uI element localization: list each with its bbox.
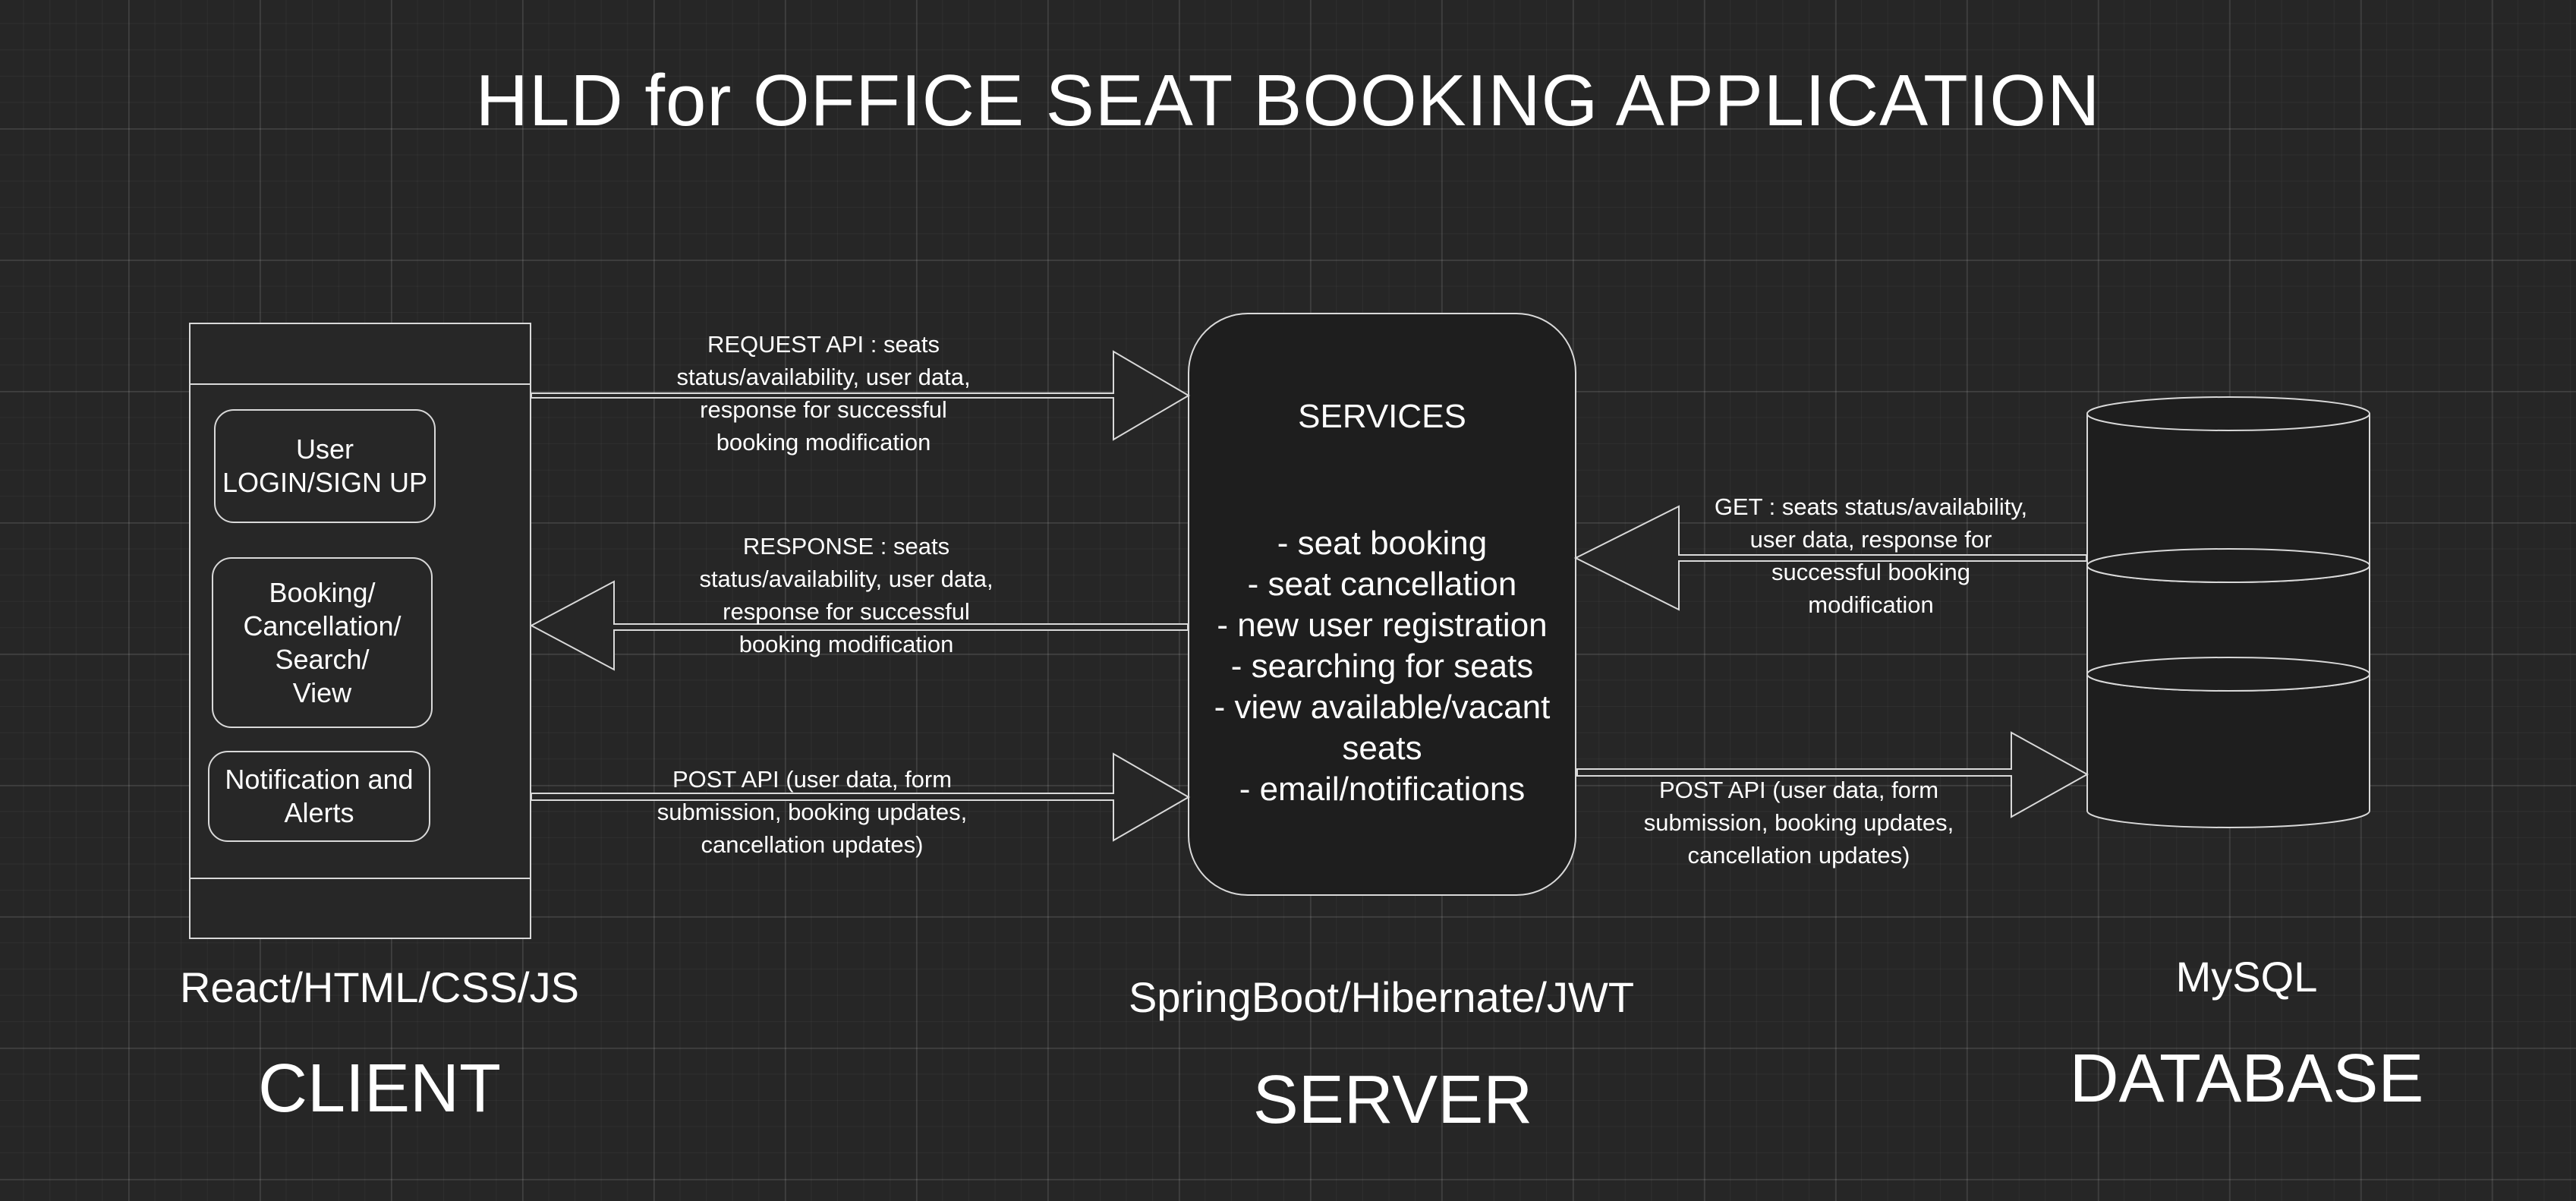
login-signup-module: User LOGIN/SIGN UP (214, 409, 436, 523)
database-tier-label: DATABASE (2069, 1041, 2424, 1117)
server-tech-label: SpringBoot/Hibernate/JWT (1128, 973, 1635, 1021)
booking-module: Booking/ Cancellation/ Search/ View (212, 557, 433, 728)
page-title: HLD for OFFICE SEAT BOOKING APPLICATION (475, 60, 2101, 141)
post-api-client-label: POST API (user data, form submission, bo… (657, 766, 968, 858)
post-api-db-arrow (1576, 731, 2089, 818)
client-tech-label: React/HTML/CSS/JS (180, 963, 579, 1011)
notification-module: Notification and Alerts (208, 751, 430, 842)
response-label: RESPONSE : seats status/availability, us… (699, 533, 994, 657)
services-title: SERVICES (1298, 398, 1466, 435)
login-signup-label: User LOGIN/SIGN UP (222, 433, 428, 498)
response-arrow (529, 580, 1189, 671)
request-api-label: REQUEST API : seats status/availability,… (676, 331, 971, 455)
request-api-arrow (531, 350, 1190, 441)
client-tier-label: CLIENT (257, 1051, 502, 1127)
database-cylinder (2086, 396, 2370, 828)
get-arrow (1573, 505, 2087, 611)
server-tier-label: SERVER (1252, 1062, 1533, 1138)
notification-label: Notification and Alerts (225, 764, 414, 828)
server-container (1188, 313, 1576, 896)
services-list: - seat booking - seat cancellation - new… (1214, 525, 1551, 808)
post-api-client-arrow (531, 752, 1191, 842)
database-tech-label: MySQL (2175, 953, 2318, 1001)
post-api-db-label: POST API (user data, form submission, bo… (1643, 777, 1954, 868)
booking-label: Booking/ Cancellation/ Search/ View (243, 576, 402, 708)
client-container (189, 323, 531, 939)
get-label: GET : seats status/availability, user da… (1714, 493, 2028, 618)
